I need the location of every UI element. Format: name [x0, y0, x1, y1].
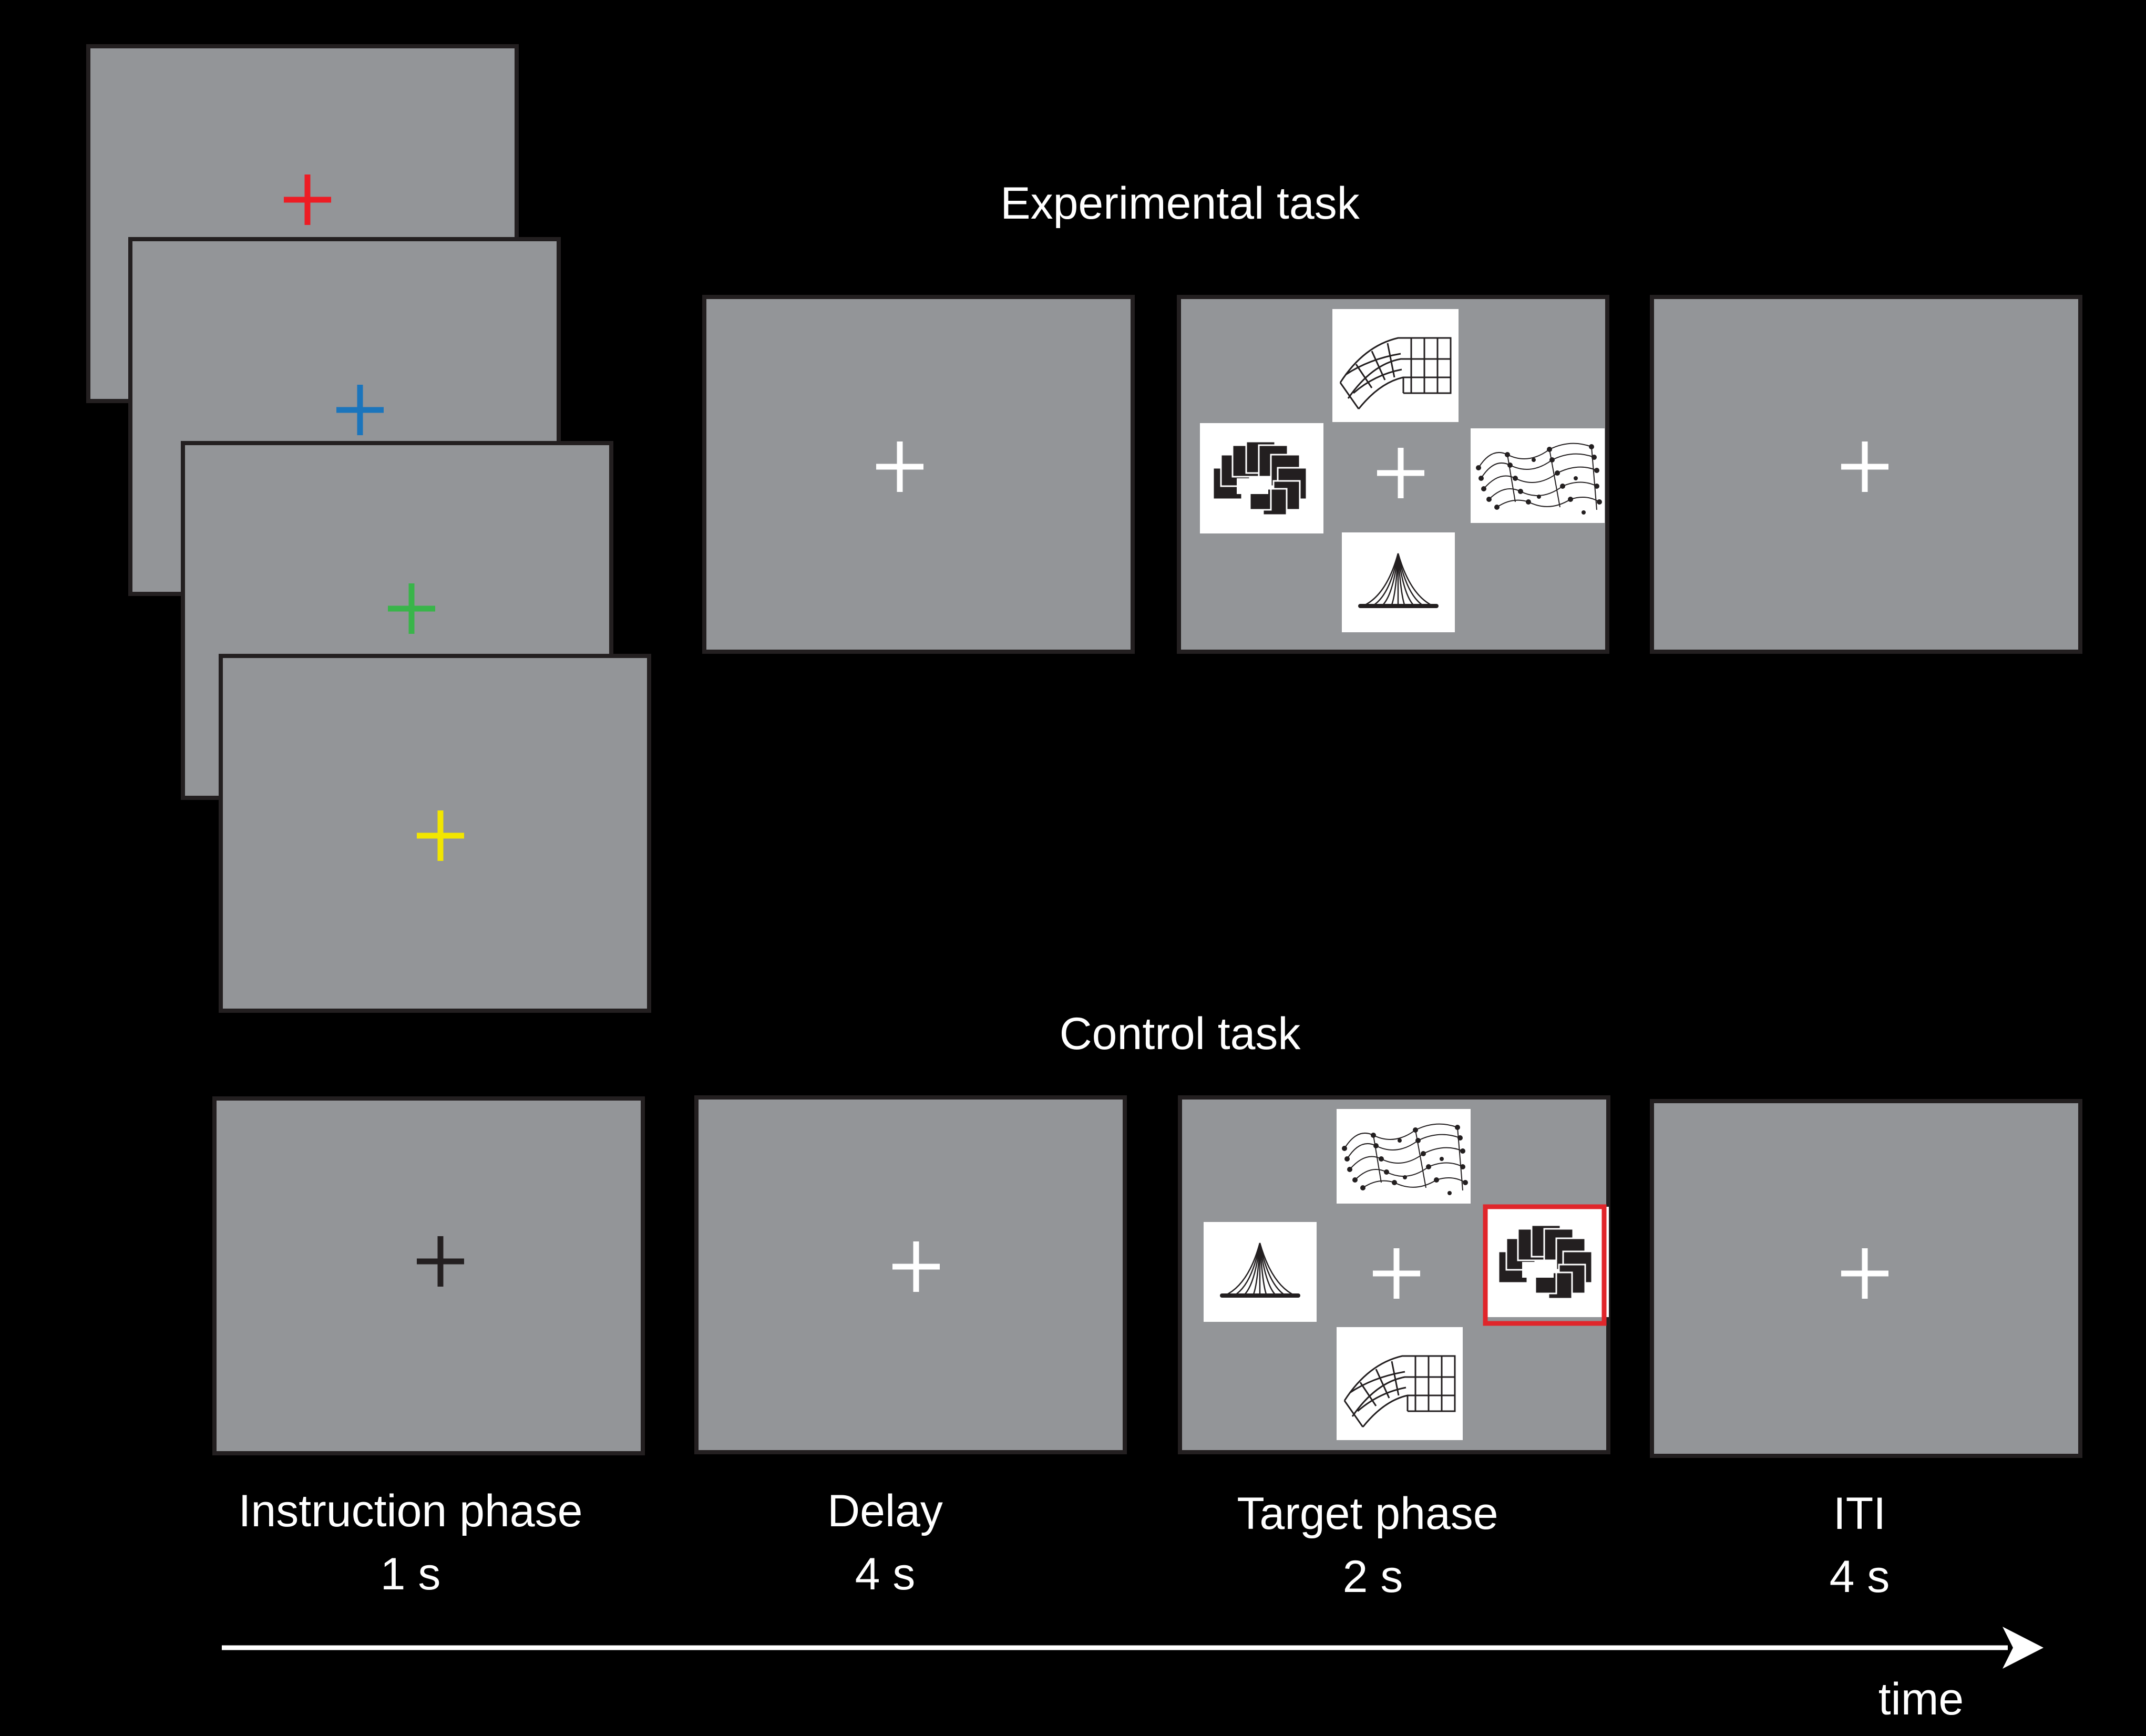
- phase-name-delay: Delay: [827, 1486, 943, 1536]
- experimental-delay-screen: [702, 295, 1135, 654]
- experimental-iti-fixation: [1841, 441, 1888, 492]
- experimental-stimulus-bottom: [1342, 532, 1455, 632]
- control-task-title: Control task: [1059, 1009, 1301, 1059]
- phase-duration-delay: 4 s: [855, 1549, 916, 1599]
- fixation-cross-green: [388, 583, 435, 634]
- control-target-highlight: [1483, 1204, 1607, 1326]
- phase-duration-instruction: 1 s: [380, 1549, 441, 1599]
- control-stimulus-left: [1204, 1222, 1317, 1322]
- control-target-fixation: [1373, 1248, 1420, 1299]
- fixation-cross-blue: [336, 385, 384, 435]
- control-instruction-cue: [417, 1236, 464, 1287]
- time-axis-arrowhead: [2003, 1627, 2044, 1669]
- control-delay-fixation: [892, 1241, 940, 1292]
- phase-name-instruction: Instruction phase: [238, 1486, 583, 1536]
- experimental-task-title: Experimental task: [1000, 178, 1360, 229]
- phase-name-iti: ITI: [1833, 1488, 1886, 1539]
- experimental-delay-fixation: [876, 441, 923, 492]
- control-stimulus-bottom: [1336, 1326, 1464, 1441]
- control-iti-fixation: [1841, 1248, 1888, 1299]
- phase-duration-target: 2 s: [1342, 1552, 1403, 1602]
- experimental-target-fixation: [1377, 448, 1424, 498]
- control-instruction-screen: [212, 1096, 645, 1455]
- phase-name-target: Target phase: [1237, 1488, 1498, 1539]
- control-stimulus-top: [1336, 1108, 1471, 1204]
- phase-duration-iti: 4 s: [1829, 1552, 1890, 1602]
- fixation-cross-yellow: [417, 810, 464, 861]
- control-delay-screen: [694, 1095, 1127, 1454]
- experimental-stimulus-left: [1199, 422, 1324, 535]
- experimental-stimulus-top: [1331, 308, 1460, 423]
- control-stimulus-right: [1484, 1206, 1610, 1318]
- experimental-stimulus-right: [1470, 428, 1605, 523]
- time-axis-label: time: [1878, 1674, 1964, 1724]
- fixation-cross-red: [284, 174, 331, 225]
